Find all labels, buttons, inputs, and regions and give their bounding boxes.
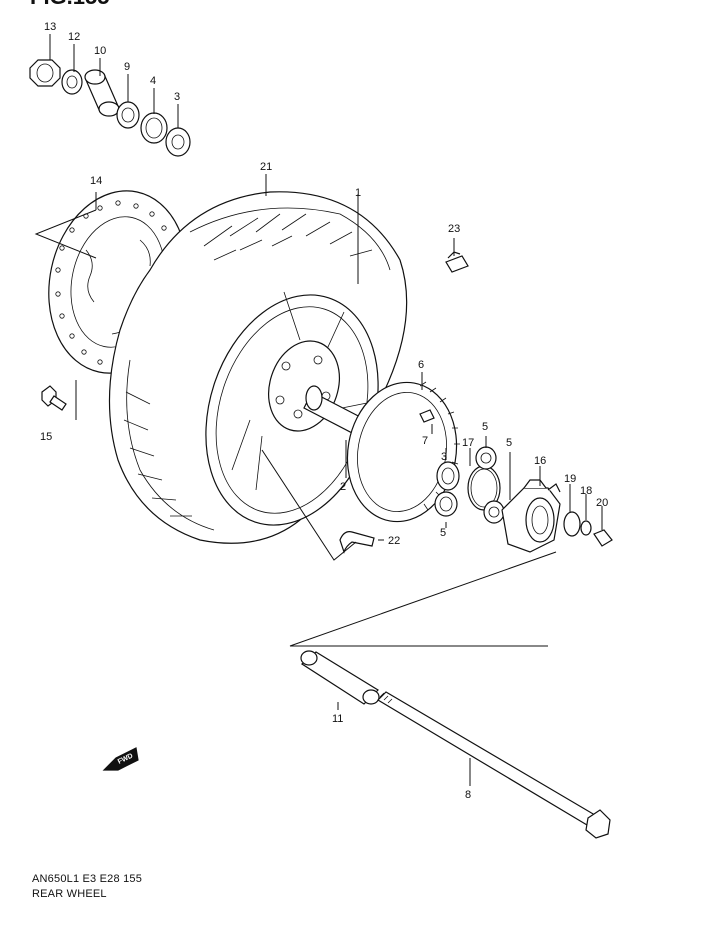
- damper-5-top: [475, 446, 497, 470]
- leader-lines: [49, 34, 603, 786]
- callout-8: 8: [465, 789, 471, 801]
- callout-2: 2: [340, 481, 346, 493]
- callout-5-right: 5: [506, 437, 512, 449]
- section-title: REAR WHEEL: [32, 888, 107, 900]
- collar-11: [300, 650, 380, 705]
- callout-16: 16: [534, 455, 546, 467]
- disc-bolt-15: [41, 385, 67, 411]
- clip-23: [445, 251, 469, 273]
- spacer-10: [84, 69, 120, 117]
- bearing-3-lower: [436, 461, 460, 491]
- spacer-5-left: [434, 491, 458, 517]
- driven-hub-16: [501, 479, 561, 553]
- callout-23: 23: [448, 223, 460, 235]
- spacer-9: [116, 101, 140, 129]
- washer-12: [61, 69, 83, 95]
- callout-4: 4: [150, 75, 156, 87]
- plate-19: [563, 511, 581, 537]
- callout-13: 13: [44, 21, 56, 33]
- callout-3-top: 3: [174, 91, 180, 103]
- diagram-footer: AN650L1 E3 E28 155 REAR WHEEL: [32, 872, 142, 902]
- axle-8: [377, 691, 611, 839]
- callout-15: 15: [40, 431, 52, 443]
- callout-19: 19: [564, 473, 576, 485]
- nut-13: [29, 59, 61, 87]
- callout-22: 22: [388, 535, 400, 547]
- bearing-3-top: [165, 127, 191, 157]
- callout-14: 14: [90, 175, 102, 187]
- bolt-20: [593, 529, 613, 547]
- valve-22: [339, 531, 375, 554]
- callout-18: 18: [580, 485, 592, 497]
- callout-3-lower: 3: [441, 451, 447, 463]
- callout-21: 21: [260, 161, 272, 173]
- callout-20: 20: [596, 497, 608, 509]
- model-code: AN650L1 E3 E28 155: [32, 873, 143, 885]
- damper-5-bottom: [483, 500, 505, 524]
- screw-7: [419, 409, 435, 423]
- wheel-rim-1: [205, 291, 379, 526]
- callout-5-left: 5: [440, 527, 446, 539]
- callout-10: 10: [94, 45, 106, 57]
- callout-9: 9: [124, 61, 130, 73]
- callout-5-top: 5: [482, 421, 488, 433]
- callout-6: 6: [418, 359, 424, 371]
- figure-title: FIG.155: [30, 0, 109, 9]
- callout-12: 12: [68, 31, 80, 43]
- callout-17: 17: [462, 437, 474, 449]
- seal-4: [140, 112, 168, 144]
- callout-7: 7: [422, 435, 428, 447]
- callout-11: 11: [332, 713, 343, 725]
- forward-arrow-icon: FWD: [102, 747, 139, 771]
- callout-1: 1: [355, 187, 361, 199]
- washer-18: [580, 520, 592, 536]
